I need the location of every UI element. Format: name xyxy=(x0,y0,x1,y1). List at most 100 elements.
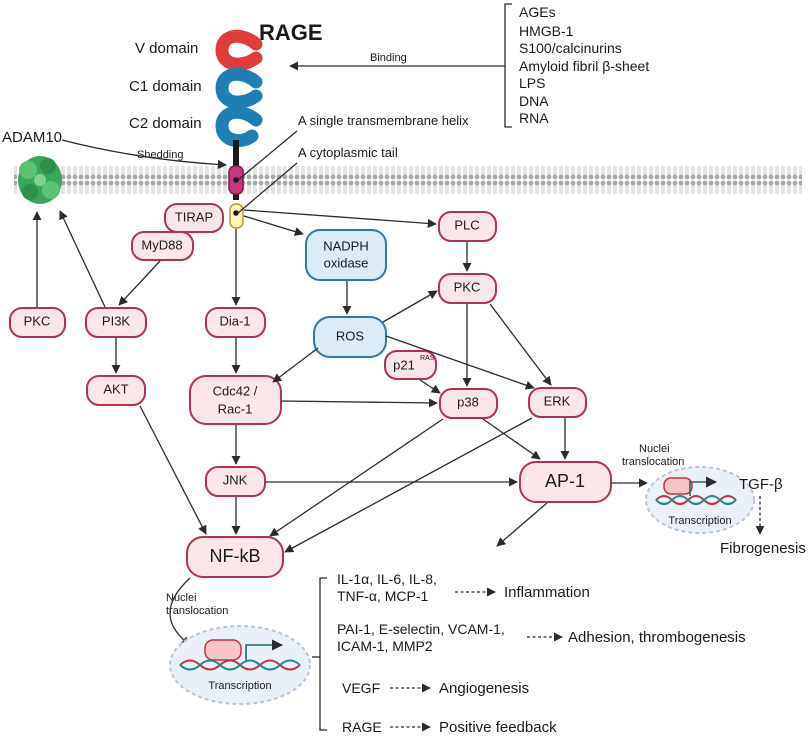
ligand-item: RNA xyxy=(519,110,549,126)
jnk-node: JNK xyxy=(205,466,266,497)
outcome-inflammation: IL-1α, IL-6, IL-8, TNF-α, MCP-1 Inflamma… xyxy=(337,571,590,604)
ligand-item: LPS xyxy=(519,75,545,91)
outcome-effect: Adhesion, thrombogenesis xyxy=(568,629,746,646)
cytoplasmic-tail xyxy=(229,203,244,229)
outcome-effect: Inflammation xyxy=(504,584,590,601)
nadph-label-line1: NADPH xyxy=(323,238,369,253)
dia1-node: Dia-1 xyxy=(205,307,266,338)
outcome-feedback: RAGE Positive feedback xyxy=(342,719,557,736)
outcome-genes: RAGE xyxy=(342,719,382,735)
outcome-bracket xyxy=(319,577,327,731)
c2-domain-shape xyxy=(215,105,263,148)
ap1-translocation-line1: Nuclei xyxy=(639,443,670,455)
helix-dot xyxy=(233,177,239,183)
ligand-item: AGEs xyxy=(519,4,556,20)
ligand-item: DNA xyxy=(519,93,549,109)
tirap-label: TIRAP xyxy=(175,209,213,224)
erk-node: ERK xyxy=(528,387,587,418)
shedding-arrow xyxy=(61,139,227,170)
ligand-item: S100/calcinurins xyxy=(519,40,622,56)
ros-node: ROS xyxy=(313,316,387,358)
rage-title: RAGE xyxy=(259,20,323,45)
jnk-label: JNK xyxy=(223,472,248,487)
v-domain-shape xyxy=(215,29,263,71)
c2-domain-label: C2 domain xyxy=(129,115,202,132)
arrow-ros-cdc42 xyxy=(272,347,319,383)
pkc-right-node: PKC xyxy=(438,273,497,304)
ap1-transcription-label: Transcription xyxy=(668,515,731,527)
p21-node: p21 RAS xyxy=(384,350,437,380)
tgf-beta-label: TGF-β xyxy=(739,476,783,493)
pkc-left-label: PKC xyxy=(24,313,51,328)
nfkb-nucleus xyxy=(169,625,311,705)
arrow-tail-plc xyxy=(243,209,437,228)
outcome-effect: Angiogenesis xyxy=(439,680,529,697)
arrow-pi3k-adam xyxy=(59,210,106,308)
pkc-right-label: PKC xyxy=(454,279,481,294)
arrow-cdc42-p38 xyxy=(281,398,438,408)
nfkb-translocation-line1: Nuclei xyxy=(166,592,197,604)
arrow-erk-nfkb xyxy=(284,417,533,553)
arrow-ros-erk xyxy=(385,335,535,390)
tail-dot xyxy=(233,210,239,216)
adam10-protein xyxy=(18,156,62,204)
binding-label: Binding xyxy=(370,52,407,64)
dia1-label: Dia-1 xyxy=(219,313,250,328)
arrow-akt-nfkb xyxy=(139,405,207,535)
ap1-translocation-line2: translocation xyxy=(622,456,684,468)
arrow-ros-pkc xyxy=(382,290,438,323)
cdc42-label-line1: Cdc42 / xyxy=(213,383,258,398)
outcome-genes: VEGF xyxy=(342,680,380,696)
nfkb-node: NF-kB xyxy=(186,536,284,578)
ligand-item: Amyloid fibril β-sheet xyxy=(519,58,649,74)
outcome-genes: ICAM-1, MMP2 xyxy=(337,638,433,654)
arrow-p21-p38 xyxy=(419,379,441,394)
adam10-label: ADAM10 xyxy=(2,129,62,146)
arrow-ap1-genes xyxy=(496,502,548,547)
p38-node: p38 xyxy=(439,388,498,419)
nadph-label-line2: oxidase xyxy=(324,255,369,270)
p21-label: p21 xyxy=(393,357,415,372)
outcome-genes: TNF-α, MCP-1 xyxy=(337,588,429,604)
signaling-arrows xyxy=(32,209,648,553)
rage-receptor: RAGE xyxy=(215,20,323,229)
nfkb-label: NF-kB xyxy=(210,546,261,566)
akt-label: AKT xyxy=(103,381,128,396)
arrow-myd88-pi3k xyxy=(118,260,161,306)
nadph-node: NADPH oxidase xyxy=(305,229,387,281)
outcome-effect: Positive feedback xyxy=(439,719,557,736)
cdc42-label-line2: Rac-1 xyxy=(218,401,253,416)
myd88-label: MyD88 xyxy=(141,237,182,252)
arrow-pkc-erk xyxy=(489,303,552,386)
ap1-node: AP-1 xyxy=(519,461,612,503)
tirap-node: TIRAP xyxy=(164,203,224,233)
erk-label: ERK xyxy=(544,393,571,408)
plc-node: PLC xyxy=(438,211,497,242)
p38-label: p38 xyxy=(457,394,479,409)
outcome-genes: IL-1α, IL-6, IL-8, xyxy=(337,571,437,587)
v-domain-label: V domain xyxy=(135,40,198,57)
arrow-tail-nadph xyxy=(243,215,304,236)
arrow-p38-nfkb xyxy=(269,418,444,537)
helix-pointer xyxy=(237,130,298,181)
ap1-nucleus xyxy=(645,466,755,534)
ros-label: ROS xyxy=(336,328,365,343)
pkc-left-node: PKC xyxy=(9,307,66,338)
helix-label: A single transmembrane helix xyxy=(298,113,469,128)
shedding-label: Shedding xyxy=(137,149,184,161)
ligand-list: AGEs HMGB-1 S100/calcinurins Amyloid fib… xyxy=(519,4,649,126)
pi3k-node: PI3K xyxy=(85,307,147,338)
nfkb-transcription-label: Transcription xyxy=(208,680,271,692)
c1-domain-shape xyxy=(215,67,263,109)
outcome-adhesion: PAI-1, E-selectin, VCAM-1, ICAM-1, MMP2 … xyxy=(337,621,746,654)
outcome-genes: PAI-1, E-selectin, VCAM-1, xyxy=(337,621,505,637)
outcome-angiogenesis: VEGF Angiogenesis xyxy=(342,680,529,697)
pi3k-label: PI3K xyxy=(102,313,131,328)
nfkb-to-nucleus-arrow xyxy=(169,577,191,646)
nfkb-translocation-line2: translocation xyxy=(166,605,228,617)
tail-pointer xyxy=(237,162,298,214)
fibrogenesis-label: Fibrogenesis xyxy=(720,540,806,557)
akt-node: AKT xyxy=(86,375,146,406)
c1-domain-label: C1 domain xyxy=(129,78,202,95)
